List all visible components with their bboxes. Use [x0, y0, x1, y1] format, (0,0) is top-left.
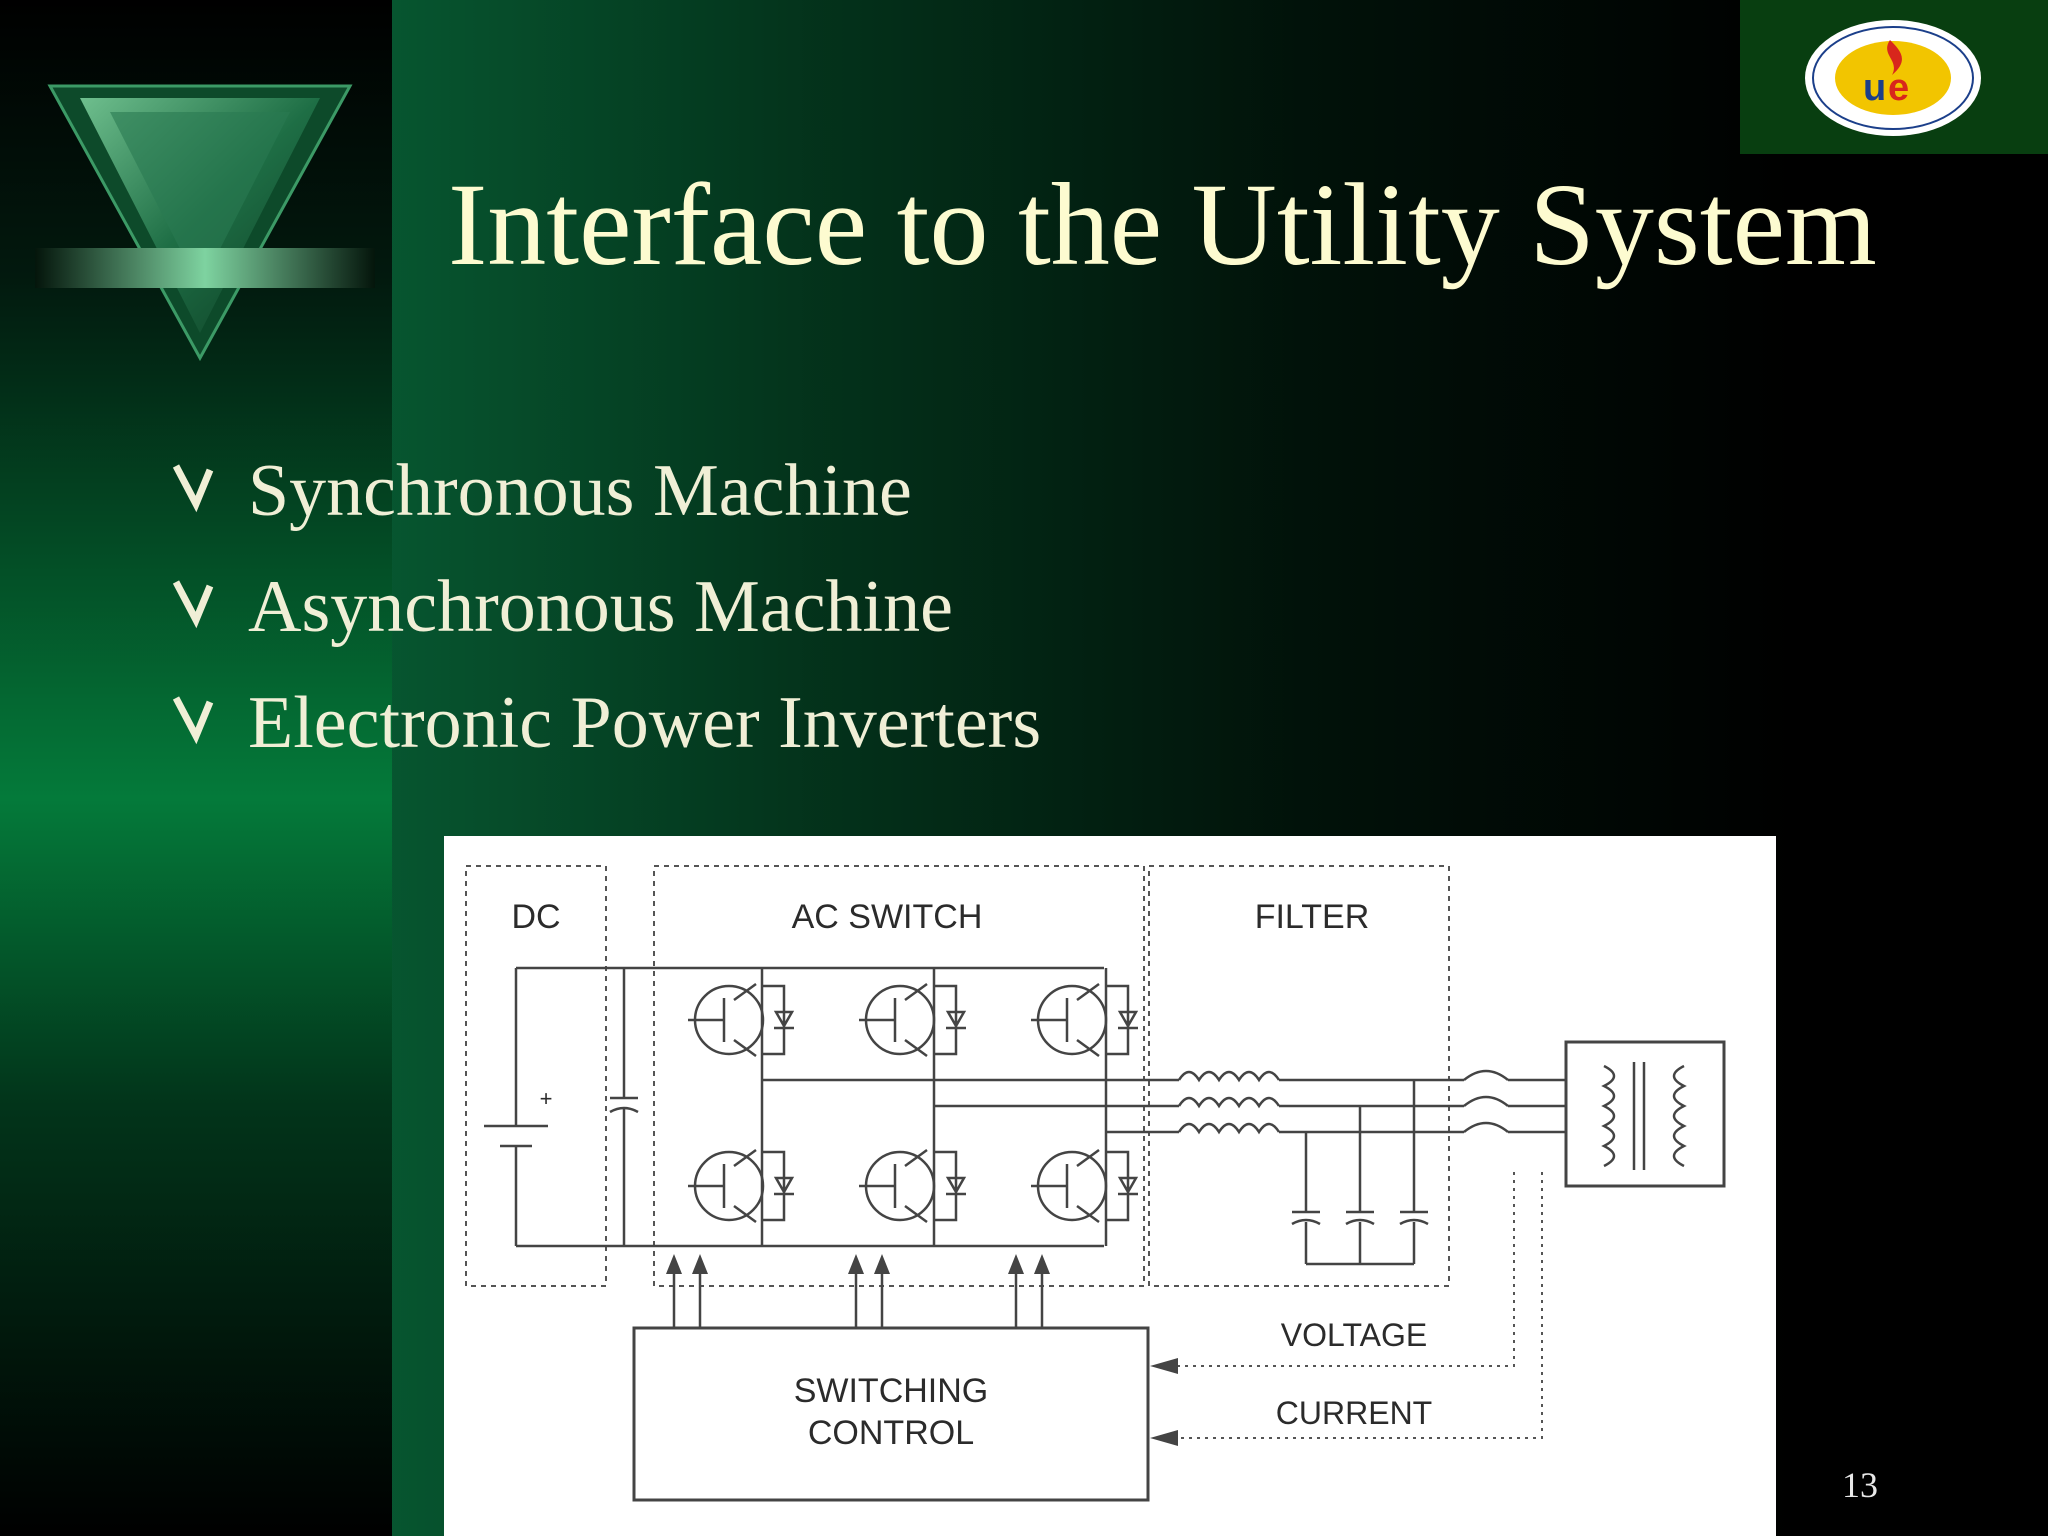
inverter-circuit-diagram: DC AC SWITCH FILTER: [444, 836, 1776, 1536]
page-number: 13: [1842, 1465, 1878, 1505]
slide-title: Interface to the Utility System: [448, 159, 1877, 290]
bullet-text: Synchronous Machine: [248, 450, 912, 532]
current-label: CURRENT: [1276, 1395, 1432, 1431]
bullet-item: Asynchronous Machine: [170, 562, 1041, 678]
ac-switch-label: AC SWITCH: [792, 898, 983, 936]
university-logo-icon: u e: [1805, 20, 1981, 136]
battery-plus-label: +: [540, 1086, 553, 1111]
igbt-transistors: [688, 982, 1139, 1224]
bullet-list: Synchronous Machine Asynchronous Machine…: [170, 446, 1041, 794]
svg-text:u: u: [1863, 67, 1886, 109]
ac-switch-section-box: [653, 865, 1145, 1287]
filter-section-box: [1148, 865, 1450, 1287]
svg-text:e: e: [1888, 67, 1909, 109]
circuit-schematic: DC AC SWITCH FILTER: [465, 865, 1726, 1502]
voltage-label: VOLTAGE: [1281, 1317, 1427, 1353]
bullet-text: Asynchronous Machine: [248, 566, 953, 648]
check-bullet-icon: [172, 696, 214, 745]
dc-label: DC: [511, 898, 560, 936]
bullet-item: Synchronous Machine: [170, 446, 1041, 562]
bullet-item: Electronic Power Inverters: [170, 678, 1041, 794]
triangle-emblem-icon: [35, 84, 375, 362]
switching-control-label-line2: CONTROL: [808, 1414, 974, 1452]
bullet-text: Electronic Power Inverters: [248, 682, 1042, 764]
check-bullet-icon: [172, 464, 214, 513]
filter-label: FILTER: [1255, 898, 1370, 936]
dc-section-box: [465, 865, 607, 1287]
switching-control-label-line1: SWITCHING: [794, 1372, 989, 1410]
check-bullet-icon: [172, 580, 214, 629]
university-logo: u e: [1740, 0, 2048, 154]
